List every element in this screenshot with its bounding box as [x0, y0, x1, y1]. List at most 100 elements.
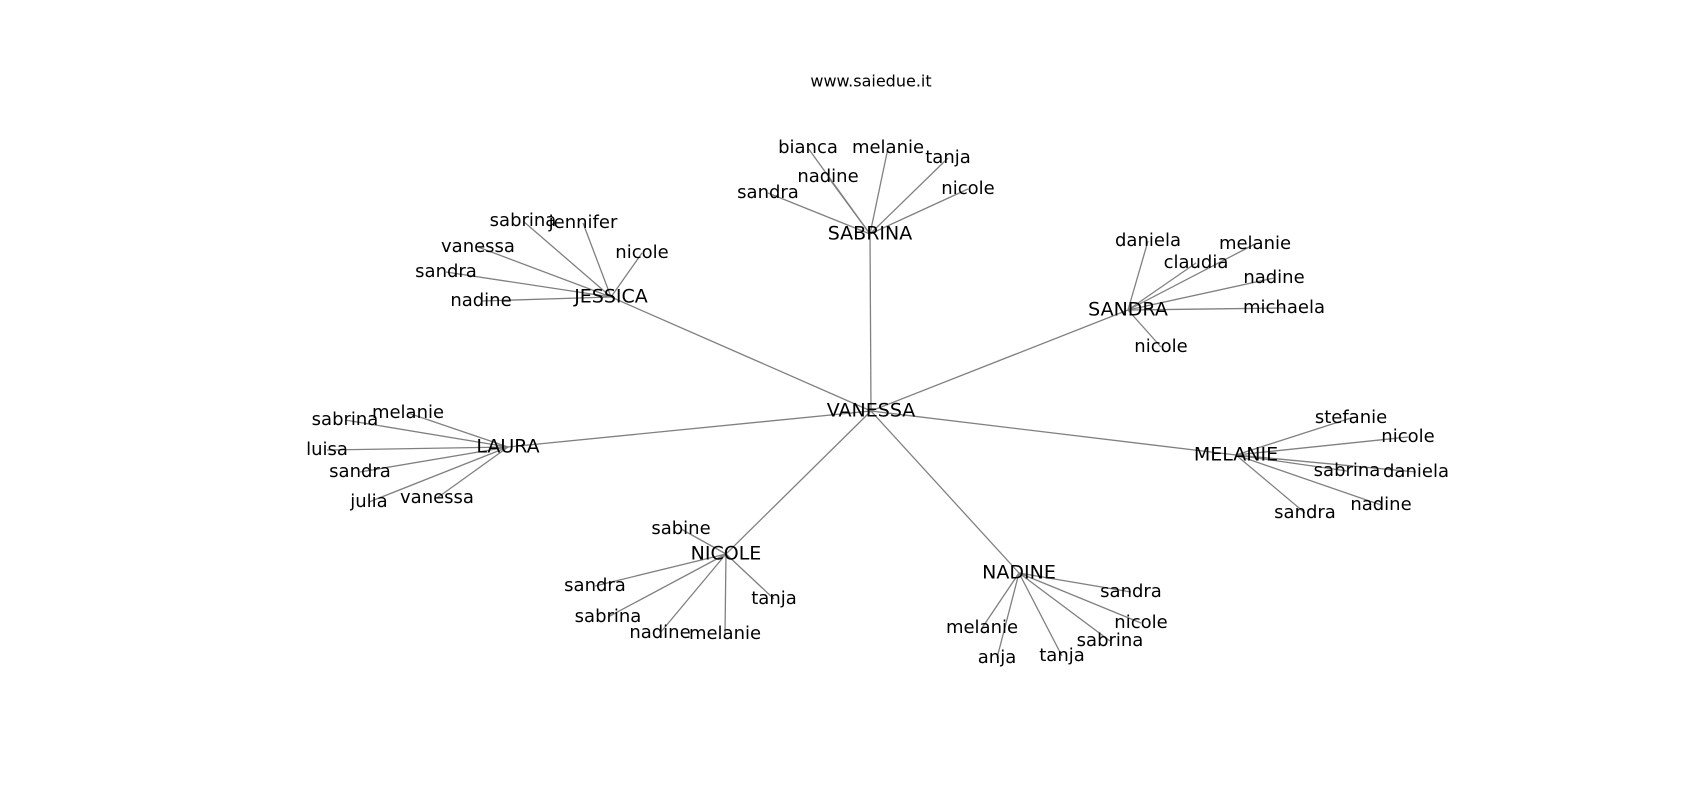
leaf-node-melanie-nicole: nicole — [1381, 426, 1434, 447]
leaf-node-laura-julia: julia — [349, 491, 387, 512]
leaf-node-sandra-michaela: michaela — [1243, 297, 1325, 318]
edge-nicole-nadine — [659, 553, 727, 634]
leaf-node-melanie-stefanie: stefanie — [1315, 407, 1387, 428]
leaf-node-nicole-nadine: nadine — [629, 622, 690, 643]
edge-sandra-nadine — [1127, 277, 1275, 311]
edge-vanessa-sabrina — [869, 233, 872, 412]
leaf-node-sabrina-sandra: sandra — [737, 182, 799, 203]
leaf-node-nicole-sabine: sabine — [651, 518, 710, 539]
site-title: www.saiedue.it — [810, 72, 931, 91]
leaf-node-sandra-claudia: claudia — [1164, 252, 1229, 273]
edge-jessica-jennifer — [582, 222, 612, 298]
leaf-node-sandra-nicole: nicole — [1134, 336, 1187, 357]
edge-nadine-nicole — [1018, 572, 1142, 624]
leaf-node-nadine-melanie: melanie — [946, 617, 1018, 638]
edge-melanie-daniela — [1235, 454, 1417, 473]
edge-jessica-sandra — [445, 271, 612, 298]
edge-jessica-vanessa — [477, 246, 612, 298]
leaf-node-nicole-melanie: melanie — [689, 623, 761, 644]
leaf-node-jessica-nadine: nadine — [450, 290, 511, 311]
edge-jessica-nicole — [610, 252, 643, 298]
edge-laura-melanie — [407, 412, 509, 448]
edge-sandra-daniela — [1127, 240, 1149, 311]
edge-melanie-sabrina — [1235, 454, 1348, 472]
edge-nicole-sabine — [680, 528, 727, 555]
leaf-node-jessica-sandra: sandra — [415, 261, 477, 282]
leaf-node-jessica-sabrina: sabrina — [490, 210, 557, 231]
edge-sandra-michaela — [1127, 307, 1285, 311]
edge-vanessa-nadine — [870, 410, 1020, 574]
hub-node-jessica: JESSICA — [573, 286, 648, 308]
leaf-node-laura-vanessa: vanessa — [400, 487, 474, 508]
edge-jessica-sabrina — [522, 220, 612, 298]
edge-sabrina-tanja — [869, 157, 949, 235]
leaf-node-sabrina-nadine: nadine — [797, 166, 858, 187]
leaf-node-jessica-jennifer: jennifer — [548, 212, 618, 233]
edge-sabrina-nadine — [827, 176, 871, 235]
leaf-node-sandra-daniela: daniela — [1115, 230, 1181, 251]
edge-vanessa-melanie — [870, 410, 1237, 456]
edge-sandra-nicole — [1127, 309, 1162, 348]
hub-node-laura: LAURA — [476, 436, 539, 458]
edge-nadine-melanie — [981, 572, 1020, 629]
leaf-node-nadine-anja: anja — [978, 647, 1016, 668]
edge-sandra-claudia — [1127, 262, 1197, 311]
leaf-node-sabrina-nicole: nicole — [941, 178, 994, 199]
edge-nicole-sandra — [594, 553, 727, 587]
leaf-node-melanie-daniela: daniela — [1383, 461, 1449, 482]
edge-melanie-nicole — [1235, 436, 1409, 456]
leaf-node-nicole-sandra: sandra — [564, 575, 626, 596]
edge-laura-julia — [368, 446, 509, 503]
leaf-node-jessica-nicole: nicole — [615, 242, 668, 263]
edge-vanessa-sandra — [870, 309, 1129, 412]
edge-vanessa-nicole — [725, 410, 872, 555]
edge-sabrina-nicole — [869, 188, 969, 235]
edge-jessica-nadine — [480, 296, 612, 302]
leaf-node-melanie-sandra: sandra — [1274, 502, 1336, 523]
leaf-node-sandra-melanie: melanie — [1219, 233, 1291, 254]
leaf-node-jessica-vanessa: vanessa — [441, 236, 515, 257]
leaf-node-laura-sandra: sandra — [329, 461, 391, 482]
edge-vanessa-jessica — [610, 296, 872, 412]
leaf-node-melanie-sabrina: sabrina — [1314, 460, 1381, 481]
hub-node-sandra: SANDRA — [1088, 299, 1168, 321]
edge-laura-sandra — [359, 446, 509, 473]
graph-edges — [326, 147, 1417, 659]
edge-melanie-sandra — [1235, 454, 1306, 514]
edge-vanessa-laura — [507, 410, 872, 448]
leaf-node-nicole-sabrina: sabrina — [575, 606, 642, 627]
edge-nadine-tanja — [1018, 572, 1063, 657]
leaf-node-sabrina-bianca: bianca — [778, 137, 838, 158]
edge-nicole-sabrina — [607, 553, 727, 618]
leaf-node-nadine-sabrina: sabrina — [1077, 630, 1144, 651]
leaf-node-nadine-sandra: sandra — [1100, 581, 1162, 602]
hub-node-melanie: MELANIE — [1194, 444, 1278, 466]
edge-nicole-melanie — [724, 553, 727, 635]
leaf-node-sandra-nadine: nadine — [1243, 267, 1304, 288]
edge-laura-luisa — [326, 446, 509, 451]
root-node-label: VANESSA — [827, 400, 915, 422]
leaf-node-nadine-tanja: tanja — [1039, 645, 1085, 666]
leaf-node-laura-sabrina: sabrina — [312, 409, 379, 430]
leaf-node-nicole-tanja: tanja — [751, 588, 797, 609]
edge-sandra-melanie — [1127, 243, 1256, 311]
hub-node-nicole: NICOLE — [691, 543, 762, 565]
edge-laura-vanessa — [436, 446, 509, 499]
leaf-node-laura-melanie: melanie — [372, 402, 444, 423]
edge-sabrina-melanie — [869, 147, 889, 235]
leaf-node-nadine-nicole: nicole — [1114, 612, 1167, 633]
leaf-node-sabrina-tanja: tanja — [925, 147, 971, 168]
edge-sabrina-sandra — [767, 192, 871, 235]
leaf-node-laura-luisa: luisa — [306, 439, 348, 460]
leaf-node-sabrina-melanie: melanie — [852, 137, 924, 158]
edge-nadine-sandra — [1018, 572, 1132, 593]
edge-nicole-tanja — [725, 553, 775, 600]
edge-nadine-sabrina — [1018, 572, 1111, 642]
edge-melanie-stefanie — [1235, 417, 1352, 456]
hub-node-nadine: NADINE — [982, 562, 1056, 584]
hub-node-sabrina: SABRINA — [828, 223, 912, 245]
edge-laura-sabrina — [344, 419, 509, 448]
edge-nadine-anja — [996, 572, 1020, 659]
